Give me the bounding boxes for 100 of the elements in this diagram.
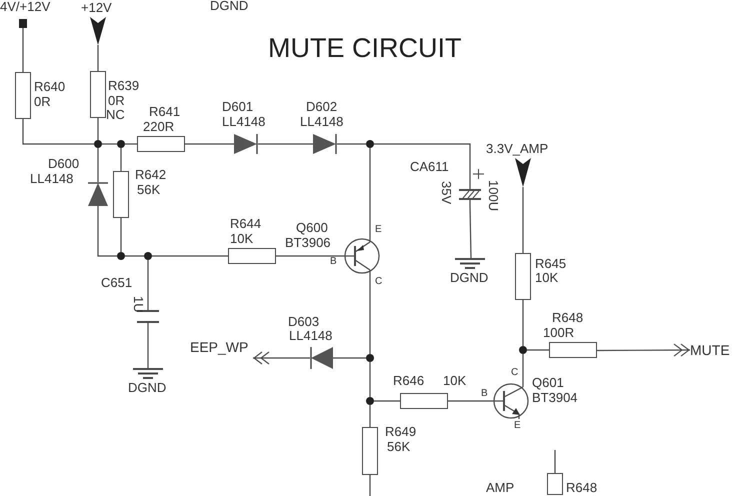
wire <box>369 148 371 238</box>
component-label: D603 <box>288 315 320 329</box>
wire <box>369 475 371 496</box>
pin-label: E <box>514 420 521 431</box>
junction-dot <box>366 354 374 362</box>
resistor-symbol <box>228 248 276 264</box>
resistor-symbol <box>362 427 378 475</box>
component-label: D601 <box>222 100 254 114</box>
capacitor-symbol <box>137 310 159 323</box>
wire <box>522 187 524 253</box>
wire <box>374 143 471 166</box>
wire <box>374 400 400 402</box>
wire <box>125 255 144 257</box>
resistor-symbol <box>90 71 106 118</box>
component-label: 220R <box>143 120 174 134</box>
resistor-symbol <box>400 393 448 409</box>
resistor-symbol <box>137 136 185 152</box>
wire <box>597 344 690 357</box>
transistor-symbol <box>344 238 380 274</box>
wire <box>97 206 117 257</box>
wire <box>185 143 234 145</box>
diode-symbol <box>310 347 333 369</box>
component-label: R642 <box>135 168 166 182</box>
component-label: 1U <box>131 296 145 313</box>
wire <box>554 450 556 473</box>
junction-dot <box>366 140 374 148</box>
component-label: 56K <box>387 440 410 454</box>
wire <box>522 354 524 383</box>
wire <box>120 148 122 171</box>
resistor-symbol <box>515 253 531 300</box>
wire <box>253 351 310 365</box>
component-label: 10K <box>230 232 254 246</box>
component-label: CA611 <box>410 160 449 174</box>
terminal-pad <box>19 19 27 28</box>
component-label: 100U <box>486 180 500 212</box>
wire <box>276 255 344 257</box>
wire <box>369 274 371 354</box>
component-label: R648 <box>566 481 598 495</box>
component-label: NC <box>106 108 125 122</box>
wire <box>22 119 94 145</box>
component-label: LL4148 <box>30 172 74 186</box>
resistor-symbol <box>547 473 563 495</box>
junction-dot <box>519 346 527 354</box>
component-label: D600 <box>48 157 80 171</box>
component-label: 100R <box>543 326 574 340</box>
wire <box>527 349 549 351</box>
power-arrow <box>90 17 106 45</box>
wire <box>369 405 371 427</box>
wire <box>97 45 99 71</box>
component-label: R641 <box>149 105 180 119</box>
component-label: C651 <box>101 276 132 290</box>
net-label: MUTE <box>690 342 740 359</box>
wire <box>147 260 149 310</box>
component-label: DGND <box>128 381 166 395</box>
net-label: AMP <box>486 481 514 495</box>
net-label: DGND <box>210 0 248 13</box>
pin-label: B <box>481 388 488 399</box>
component-label: R646 <box>393 374 424 388</box>
component-label: +12V <box>81 1 112 15</box>
component-label: R644 <box>230 217 262 231</box>
component-label: R648 <box>552 311 584 325</box>
wire <box>333 357 366 359</box>
capacitor-symbol <box>457 166 485 206</box>
junction-dot <box>117 252 125 260</box>
component-label: R639 <box>108 79 140 93</box>
wire <box>125 143 137 145</box>
resistor-symbol <box>15 72 31 119</box>
junction-dot <box>366 397 374 405</box>
wire <box>102 143 117 145</box>
wire <box>469 206 472 258</box>
component-label: 4V/+12V <box>0 0 50 14</box>
component-label: 0R <box>34 95 51 109</box>
component-label: LL4148 <box>222 115 266 129</box>
wire <box>448 400 493 402</box>
component-label: 3.3V_AMP <box>486 142 548 156</box>
component-label: 10K <box>443 374 466 388</box>
wire <box>337 143 366 145</box>
wire <box>22 28 24 72</box>
component-label: LL4148 <box>300 115 344 129</box>
wire <box>97 118 99 140</box>
resistor-symbol <box>549 342 597 358</box>
component-label: Q600 <box>296 221 328 235</box>
component-label: BT3906 <box>285 236 331 250</box>
diode-symbol <box>313 134 337 154</box>
diode-symbol <box>88 182 108 206</box>
component-label: 0R <box>108 94 125 108</box>
diagram-title: MUTE CIRCUIT <box>268 32 462 64</box>
resistor-symbol <box>113 171 129 218</box>
power-arrow <box>515 158 531 187</box>
net-label: EEP_WP <box>190 339 253 361</box>
junction-dot <box>94 140 102 148</box>
component-label: R645 <box>535 257 566 271</box>
pin-label: B <box>330 256 337 267</box>
component-label: 35V <box>439 181 453 204</box>
wire <box>522 300 524 346</box>
pin-label: C <box>511 367 518 378</box>
wire <box>97 148 99 182</box>
junction-dot <box>144 252 152 260</box>
component-label: 56K <box>137 183 160 197</box>
junction-dot <box>117 140 125 148</box>
